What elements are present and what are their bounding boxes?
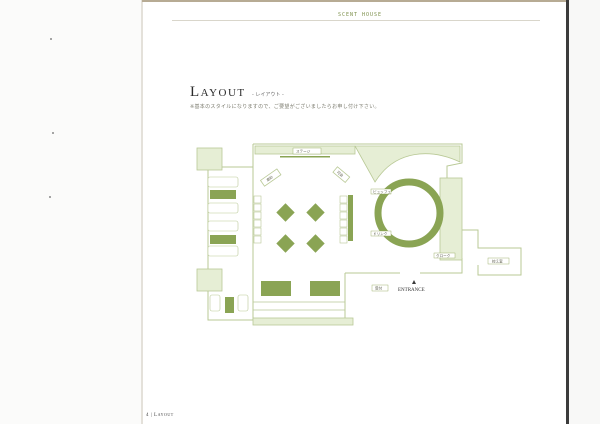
right-page-edge — [566, 0, 569, 424]
drink-label: ドリンク — [373, 231, 388, 236]
reception-label: 受付 — [375, 285, 383, 290]
tables — [276, 203, 325, 253]
page-number: 4 — [146, 413, 149, 418]
book-spine — [141, 0, 143, 424]
sofa-left: 高砂 — [259, 168, 282, 187]
buffet-ring — [374, 178, 444, 248]
speck — [52, 132, 54, 134]
svg-text:高砂: 高砂 — [265, 174, 274, 182]
outside-margin — [569, 0, 600, 424]
bottom-bench — [252, 317, 354, 326]
top-edge — [142, 0, 566, 2]
stage-label-box — [292, 147, 322, 155]
chairs — [253, 195, 348, 244]
buffet-label: ビュッフェ — [373, 189, 391, 194]
stage-label: ステージ — [296, 149, 311, 154]
entrance-arrow-icon — [412, 280, 416, 284]
header-rule — [172, 20, 540, 21]
stage-bar — [280, 156, 330, 158]
sofa-right: 司会 — [332, 166, 351, 184]
table-bottom-right — [310, 281, 340, 296]
cloak-label: クローク — [436, 253, 451, 258]
page-subtitle: - レイアウト - — [252, 92, 284, 98]
counter — [348, 195, 353, 241]
page-footer: 4 | Layout — [146, 413, 174, 418]
page-title: Layout — [190, 84, 246, 100]
curved-wall — [354, 145, 461, 183]
left-room-top — [196, 147, 223, 171]
waiting-room-label: 控え室 — [492, 258, 503, 263]
table-bottom-left — [261, 281, 291, 296]
left-room-bottom — [196, 268, 223, 292]
left-page — [0, 0, 142, 424]
entrance-label: ENTRANCE — [398, 288, 425, 293]
svg-text:司会: 司会 — [336, 169, 345, 178]
cloak-area — [439, 177, 463, 261]
speck — [49, 196, 51, 198]
running-header: SCENT HOUSE — [337, 12, 383, 18]
speck — [50, 38, 52, 40]
footer-section: Layout — [154, 413, 174, 418]
page-description: ※基本のスタイルになりますので、ご要望がございましたらお申し付け下さい。 — [190, 104, 380, 110]
left-sofas — [207, 176, 249, 312]
